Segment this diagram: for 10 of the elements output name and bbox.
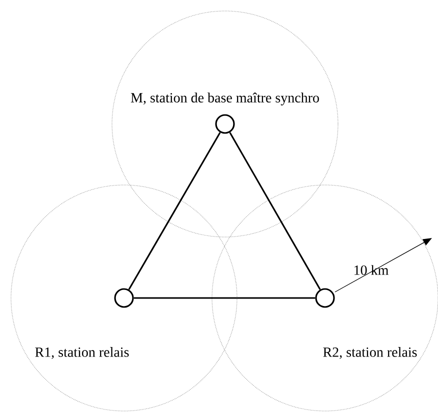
distance-label: 10 km <box>354 265 388 275</box>
link-line <box>229 132 321 290</box>
link-line <box>128 132 221 290</box>
station-circle <box>215 114 235 134</box>
link-line <box>134 297 316 299</box>
station-label: M, station de base maître synchro <box>130 92 319 106</box>
station-label: R2, station relais <box>323 347 417 359</box>
station-label: R1, station relais <box>35 347 129 359</box>
station-circle <box>315 288 335 308</box>
station-circle <box>114 288 134 308</box>
